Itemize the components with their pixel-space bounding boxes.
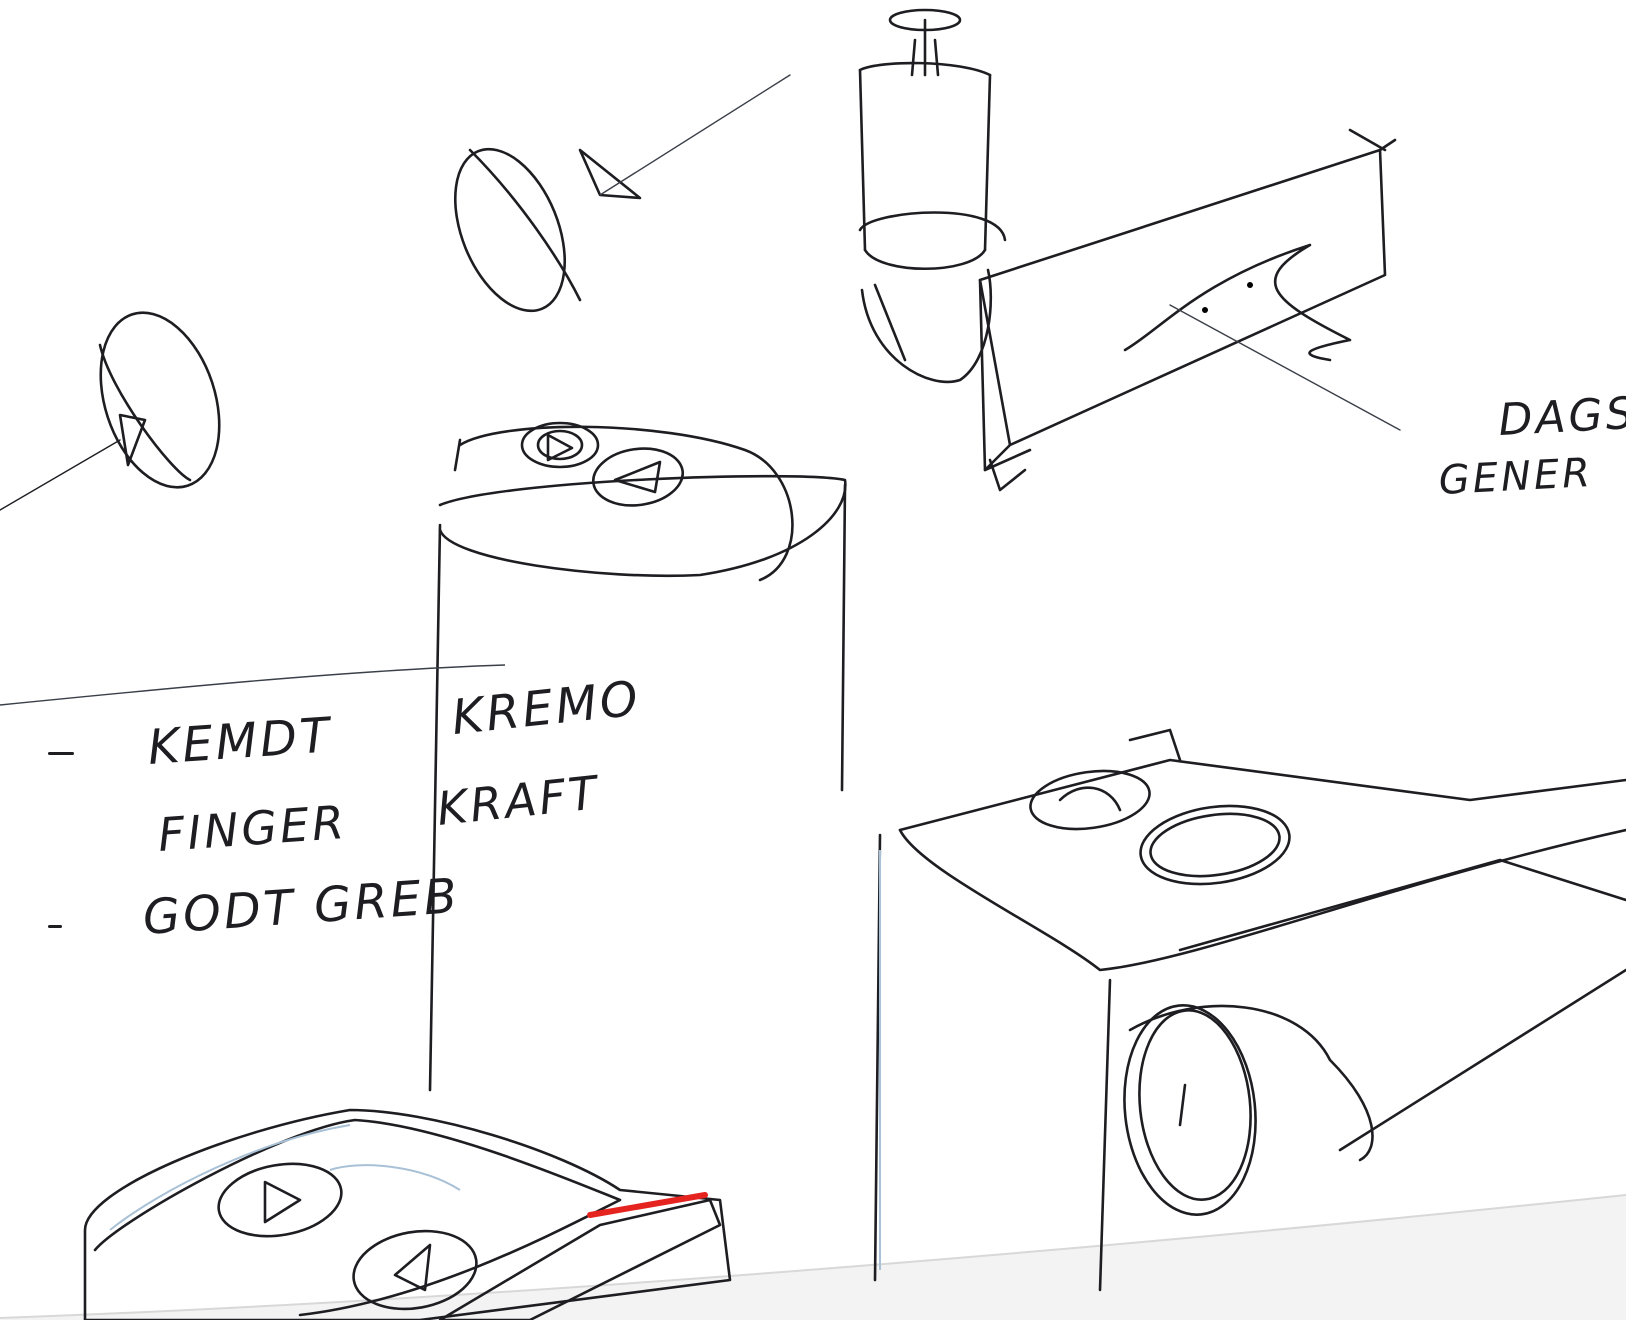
note-side-top: DAGS [1497, 387, 1626, 446]
red-marker-fill [438, 1198, 722, 1320]
note-side-bottom: GENER [1437, 449, 1595, 504]
tall-cylinder-sketch [428, 421, 847, 1092]
disc-sketch-top [453, 74, 791, 313]
bullet-dash-1 [48, 752, 74, 755]
bullet-dash-2 [48, 925, 62, 928]
button-sketch-left [0, 311, 221, 511]
cylinder-knob-sketch [858, 8, 1007, 384]
blue-marker-shading [109, 850, 881, 1270]
remote-sketch-red [83, 1108, 732, 1320]
speaker-box-sketch [873, 728, 1626, 1292]
page-curl-shadow [0, 1195, 1626, 1320]
box-chevron-sketch [978, 128, 1401, 492]
divider-line [0, 664, 506, 706]
